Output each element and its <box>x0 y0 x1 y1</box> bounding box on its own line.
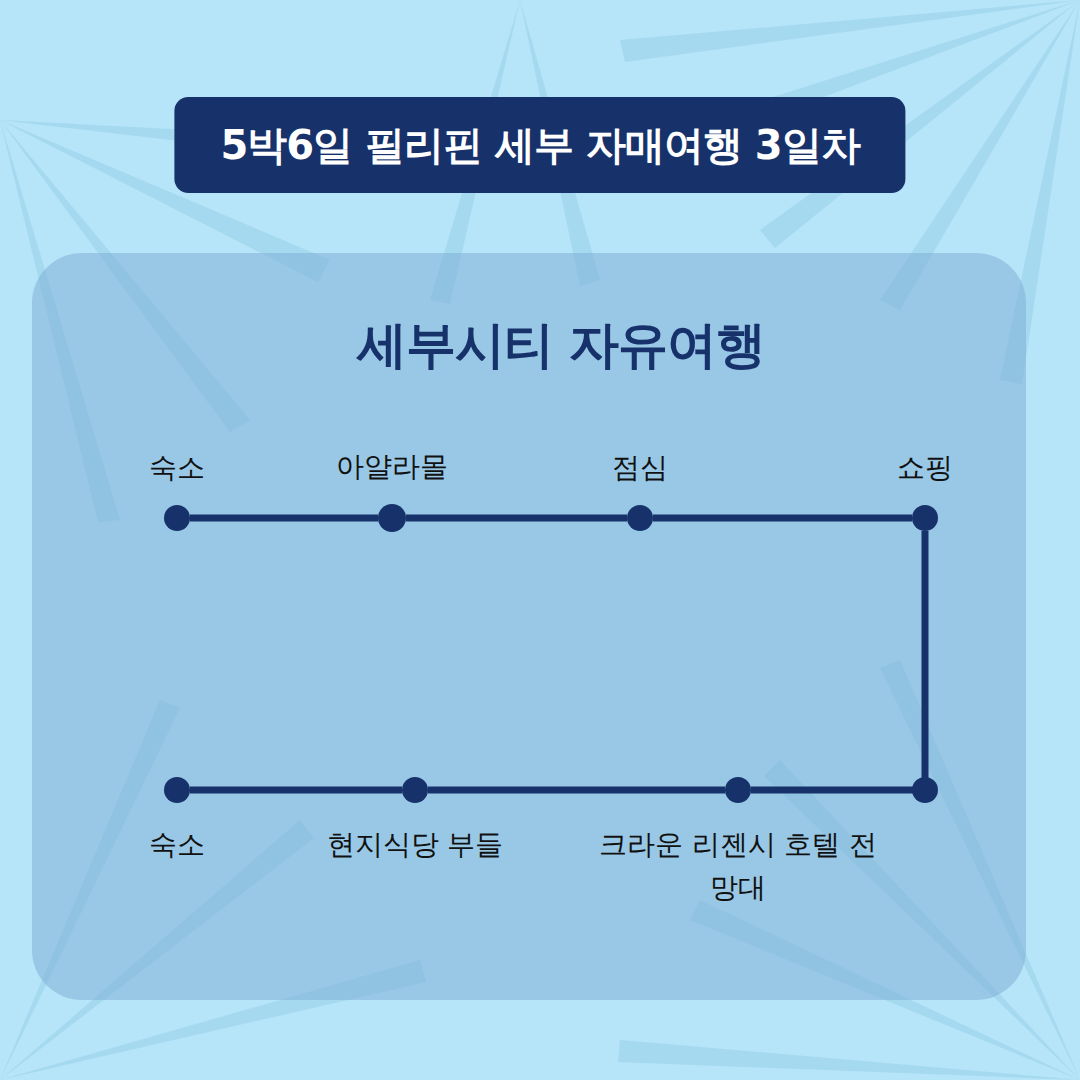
route-line <box>406 515 627 522</box>
stop-label: 크라운 리젠시 호텔 전망대 <box>598 823 878 910</box>
route-stop-dot: 숙소 <box>164 505 190 531</box>
stop-label-group: 크라운 리젠시 호텔 전망대 <box>598 823 878 910</box>
stop-label: 쇼핑 <box>897 446 953 489</box>
route-stop-dot: 숙소 <box>164 777 190 803</box>
stop-label: 점심 <box>612 446 668 489</box>
stop-label-group: 숙소 <box>149 823 205 866</box>
title-text: 5박6일 필리핀 세부 자매여행 3일차 <box>220 118 859 173</box>
stop-label-group: 현지식당 부들 <box>327 823 504 866</box>
section-heading: 세부시티 자유여행 <box>357 312 765 379</box>
content-panel <box>32 253 1026 1000</box>
stop-label: 숙소 <box>149 823 205 866</box>
stop-label-group: 쇼핑 <box>897 446 953 489</box>
stop-label: 아얄라몰 <box>336 445 448 488</box>
route-line <box>190 515 378 522</box>
route-line <box>751 531 925 790</box>
route-line <box>653 515 912 522</box>
route-stop-dot: 쇼핑 <box>912 505 938 531</box>
route-stop-dot: 크라운 리젠시 호텔 전망대 <box>725 777 751 803</box>
stop-label-group: 숙소 <box>149 446 205 489</box>
route-stop-dot: 현지식당 부들 <box>402 777 428 803</box>
stop-label: 숙소 <box>149 446 205 489</box>
stop-label: 현지식당 부들 <box>327 823 504 866</box>
route-line <box>428 787 725 794</box>
route-line <box>190 787 402 794</box>
stop-label-group: 점심 <box>612 446 668 489</box>
title-banner: 5박6일 필리핀 세부 자매여행 3일차 <box>174 97 905 193</box>
route-stop-dot: 점심 <box>627 505 653 531</box>
route-stop-dot: 아얄라몰 <box>378 504 406 532</box>
stop-label-group: 아얄라몰 <box>336 445 448 488</box>
